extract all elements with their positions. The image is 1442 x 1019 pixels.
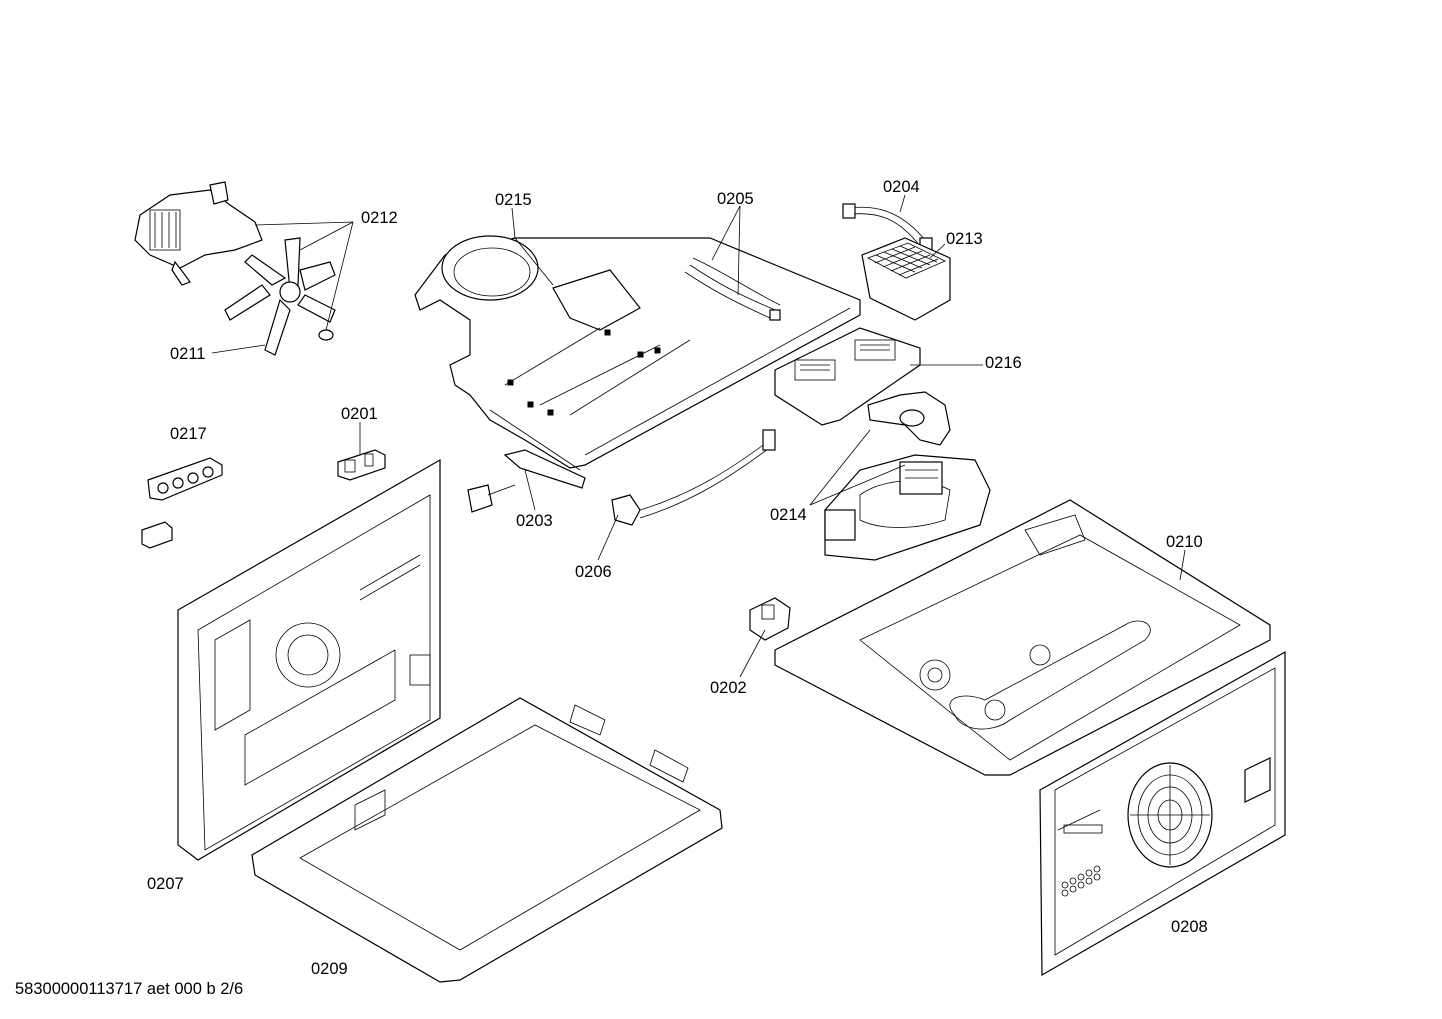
label-0203: 0203 [516,512,553,530]
bottom-tray-part-0209 [251,697,723,983]
label-0211: 0211 [170,345,205,363]
label-0202: 0202 [710,679,747,697]
label-0213: 0213 [946,230,983,248]
thermostat-part-0202 [749,597,791,641]
back-panel-part-0207 [177,458,441,861]
convection-motor-part-0214 [824,391,991,561]
label-0214: 0214 [770,506,807,524]
cavity-panel-part-0208 [1039,650,1286,977]
label-0208: 0208 [1171,918,1208,936]
label-0215: 0215 [495,191,532,209]
leader-lines [211,194,1186,678]
label-0210: 0210 [1166,533,1203,551]
label-0212: 0212 [361,209,398,227]
connector-part-0201 [337,449,386,481]
document-reference: 58300000113717 aet 000 b 2/6 [15,980,244,998]
label-0206: 0206 [575,563,612,581]
label-0201: 0201 [341,405,378,423]
cable-part-0205 [684,257,781,321]
label-0216: 0216 [985,354,1022,372]
cavity-top-part-0210 [774,499,1271,776]
terminal-block-part-0217 [141,457,223,549]
control-module-part-0216 [774,327,921,426]
label-0205: 0205 [717,190,754,208]
wire-harness-part-0204 [842,203,933,251]
fan-motor-part-0212 [134,181,263,286]
label-0207: 0207 [147,875,184,893]
top-cover-part-0215 [414,235,861,471]
heat-sink-part-0213 [861,237,951,321]
cable-part-0206 [611,429,776,526]
label-0217: 0217 [170,425,207,443]
label-0204: 0204 [883,178,920,196]
sensor-part-0203 [467,449,586,513]
fan-blade-part-0211 [224,237,336,356]
label-0209: 0209 [311,960,348,978]
